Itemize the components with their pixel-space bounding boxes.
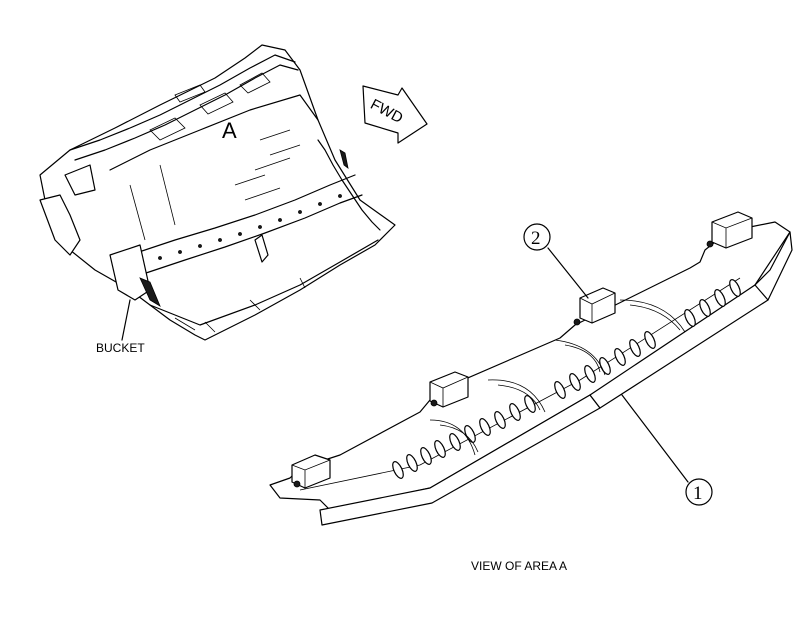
bucket-drawing — [39, 44, 396, 341]
wear-blocks — [291, 211, 753, 489]
forward-arrow-icon: FWD — [362, 85, 428, 144]
callout-1-number: 1 — [693, 483, 703, 504]
wear-plate-drawing — [269, 211, 793, 526]
area-a-marker: A — [222, 118, 237, 143]
bucket-leader-line — [121, 299, 131, 341]
callout-1: 1 — [621, 394, 713, 506]
bucket-label: BUCKET — [96, 341, 145, 355]
callout-2: 2 — [523, 223, 589, 299]
callout-2-number: 2 — [531, 228, 541, 249]
cutting-edge-holes — [158, 194, 342, 260]
view-caption: VIEW OF AREA A — [471, 559, 567, 573]
wear-plate-slots — [392, 279, 741, 479]
